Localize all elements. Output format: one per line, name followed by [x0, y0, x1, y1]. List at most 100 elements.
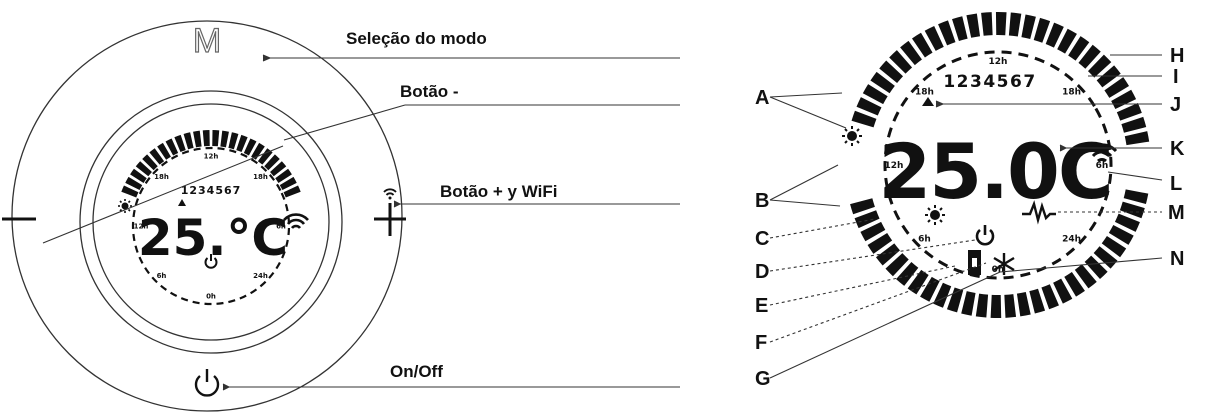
right-arc-bottom-segment [907, 269, 929, 295]
label-n: N [1170, 248, 1184, 270]
left-arc-segment [275, 168, 292, 183]
right-arc-bottom-segment [946, 287, 964, 313]
label-k: K [1170, 138, 1185, 160]
left-arc-segment [121, 185, 139, 198]
right-arc-top-segment [879, 60, 904, 84]
right-arc-top-segment [900, 40, 922, 66]
right-arc-bottom-segment [1119, 201, 1145, 219]
right-heater-icon [1022, 200, 1056, 225]
left-arc-segment [243, 138, 257, 156]
label-c: C [755, 228, 769, 250]
right-temperature-display: 25.0C [878, 127, 1111, 216]
right-arc-top-segment [924, 25, 944, 51]
left-power-icon [204, 254, 218, 269]
right-sun-icon-c [925, 205, 945, 225]
right-sun-icon-a [842, 126, 862, 146]
power-button[interactable] [194, 369, 220, 397]
right-arc-bottom-segment [933, 282, 952, 308]
right-arc-bottom-segment [1108, 225, 1134, 245]
label-j: J [1170, 94, 1181, 116]
label-i: I [1173, 66, 1179, 88]
right-hour-label: 12h [885, 161, 904, 171]
label-e: E [755, 295, 768, 317]
right-arc-top-segment [862, 84, 888, 105]
left-dashed-ring [131, 146, 291, 306]
mode-key[interactable]: M [192, 21, 222, 60]
left-arc-segment [212, 130, 220, 147]
left-moon-icon [120, 222, 129, 240]
right-wifi-icon [1086, 143, 1118, 163]
left-arc-segment [257, 148, 273, 165]
label-f: F [755, 332, 767, 354]
right-arc-top-segment [1104, 77, 1130, 98]
left-arc-segment [220, 130, 229, 148]
right-arc-bottom-segment [885, 253, 909, 277]
right-arc-bottom-segment [860, 221, 886, 242]
left-day-numbers: 1234567 [181, 184, 242, 197]
label-m: M [1168, 202, 1185, 224]
left-arc-segment [228, 132, 239, 150]
right-arc-top-segment [1033, 17, 1051, 43]
right-moon-icon-b [843, 156, 855, 180]
right-arc-bottom-segment [896, 261, 919, 286]
left-temperature-display: 25.°C [138, 209, 288, 267]
right-arc-bottom-segment [1016, 291, 1031, 317]
right-callout-lines [769, 54, 1163, 379]
left-arc-segment [130, 168, 147, 183]
right-arc-bottom-segment [850, 198, 875, 215]
right-arc-bottom-segment [875, 243, 900, 266]
label-a: A [755, 87, 769, 109]
left-arc-segment [264, 154, 280, 171]
plus-icon[interactable] [374, 203, 406, 236]
mode-selection-label: Seleção do modo [346, 29, 487, 48]
left-arc-segment [251, 142, 265, 160]
right-arc-top-segment [995, 12, 1007, 36]
right-day-numbers: 1234567 [943, 72, 1036, 92]
right-arc-bottom-segment [920, 276, 940, 302]
right-hour-label: 0h [992, 265, 1005, 275]
right-arc-top-segment [952, 16, 968, 42]
plus-wifi-icon [383, 188, 397, 200]
right-arc-top-segment [1121, 116, 1147, 133]
right-arc-top-segment [1078, 44, 1101, 69]
left-hour-label: 18h [154, 173, 169, 181]
right-arc-bottom-segment [1114, 213, 1140, 232]
label-h: H [1170, 45, 1184, 67]
left-hour-label: 0h [206, 292, 216, 300]
right-arc-top-segment [870, 71, 895, 94]
right-arc-top-segment [1008, 12, 1022, 37]
left-wifi-icon [283, 213, 309, 229]
right-arc-top-segment [851, 110, 877, 128]
left-arc-segment [279, 176, 297, 191]
outer-ring [11, 20, 403, 412]
right-hour-label: 6h [918, 235, 931, 245]
left-callout-lines [42, 54, 680, 391]
minus-button-label: Botão - [400, 82, 459, 101]
right-arc-bottom-segment [1029, 288, 1046, 314]
right-segment-arc-top [851, 12, 1150, 146]
left-arc-segment [236, 134, 248, 153]
right-arc-top-segment [1068, 36, 1090, 61]
left-arc-segment [193, 130, 202, 148]
right-arc-top-segment [938, 20, 956, 46]
right-arc-bottom-segment [961, 291, 976, 316]
left-arc-segment [183, 132, 194, 150]
right-arc-bottom-segment [1123, 189, 1149, 205]
on-off-label: On/Off [390, 362, 443, 381]
right-away-icon [968, 250, 981, 275]
right-pointer-triangle-icon [922, 97, 934, 106]
right-arc-bottom-segment [975, 293, 989, 318]
left-arc-segment [283, 185, 301, 198]
left-hour-label: 6h [276, 222, 286, 230]
right-arc-top-segment [1087, 54, 1112, 78]
left-sun-icon [118, 199, 132, 213]
left-hour-label: 18h [253, 173, 268, 181]
left-arc-segment [202, 130, 210, 147]
right-arc-bottom-segment [1064, 271, 1085, 297]
right-hour-label: 24h [1062, 235, 1081, 245]
right-arc-bottom-segment [854, 210, 880, 229]
right-hour-label: 6h [1096, 161, 1109, 171]
